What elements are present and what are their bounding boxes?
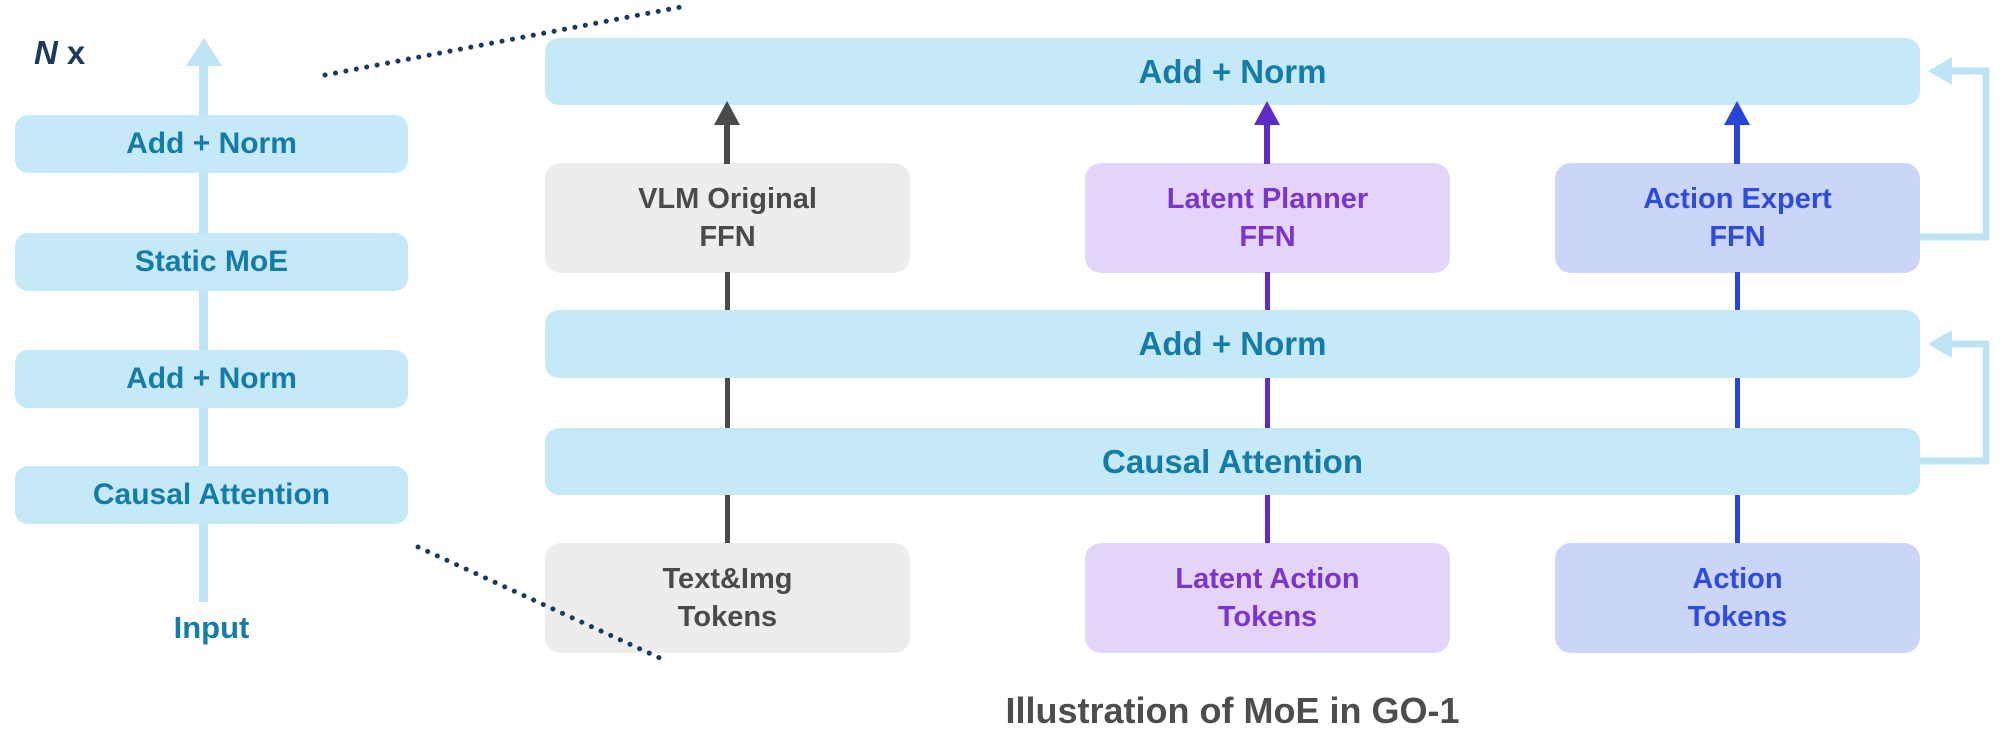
left-block-add-norm-bottom: Add + Norm bbox=[15, 350, 408, 408]
latent-planner-ffn-box: Latent Planner FFN bbox=[1085, 163, 1450, 273]
latent-planner-up-arrow-line bbox=[1264, 124, 1270, 164]
purple-wire-token-output bbox=[1265, 495, 1270, 543]
left-stack-flow-arrow-head-icon bbox=[186, 38, 222, 66]
left-block-static-moe: Static MoE bbox=[15, 233, 408, 291]
input-label: Input bbox=[173, 610, 250, 645]
vlm-ffn-up-arrow-head-icon bbox=[714, 101, 740, 125]
left-stack-flow-arrow-line bbox=[199, 62, 208, 602]
blue-wire-token-output bbox=[1735, 495, 1740, 543]
repeat-count-x: x bbox=[66, 34, 86, 71]
latent-planner-up-arrow-head-icon bbox=[1254, 101, 1280, 125]
vlm-ffn-up-arrow-line bbox=[724, 124, 730, 164]
residual-arrow-head-mid-icon bbox=[1928, 330, 1952, 358]
action-tokens-box: Action Tokens bbox=[1555, 543, 1920, 653]
figure-caption: Illustration of MoE in GO-1 bbox=[1005, 690, 1460, 731]
residual-connection-ffn bbox=[1920, 67, 1990, 241]
action-expert-up-arrow-head-icon bbox=[1724, 101, 1750, 125]
text-img-tokens-box: Text&Img Tokens bbox=[545, 543, 910, 653]
repeat-count-n: N bbox=[34, 34, 58, 71]
left-block-add-norm-top: Add + Norm bbox=[15, 115, 408, 173]
middle-add-norm-bar: Add + Norm bbox=[545, 310, 1920, 378]
vlm-original-ffn-box: VLM Original FFN bbox=[545, 163, 910, 273]
gray-wire-ffn-input bbox=[725, 272, 730, 310]
latent-action-tokens-box: Latent Action Tokens bbox=[1085, 543, 1450, 653]
gray-wire-attention-output bbox=[725, 378, 730, 428]
purple-wire-attention-output bbox=[1265, 378, 1270, 428]
left-block-causal-attention: Causal Attention bbox=[15, 466, 408, 524]
residual-connection-attention bbox=[1920, 340, 1990, 465]
purple-wire-ffn-input bbox=[1265, 272, 1270, 310]
gray-wire-token-output bbox=[725, 495, 730, 543]
blue-wire-attention-output bbox=[1735, 378, 1740, 428]
action-expert-ffn-box: Action Expert FFN bbox=[1555, 163, 1920, 273]
blue-wire-ffn-input bbox=[1735, 272, 1740, 310]
top-add-norm-bar: Add + Norm bbox=[545, 38, 1920, 105]
residual-arrow-head-top-icon bbox=[1928, 57, 1952, 85]
action-expert-up-arrow-line bbox=[1734, 124, 1740, 164]
causal-attention-bar: Causal Attention bbox=[545, 428, 1920, 495]
